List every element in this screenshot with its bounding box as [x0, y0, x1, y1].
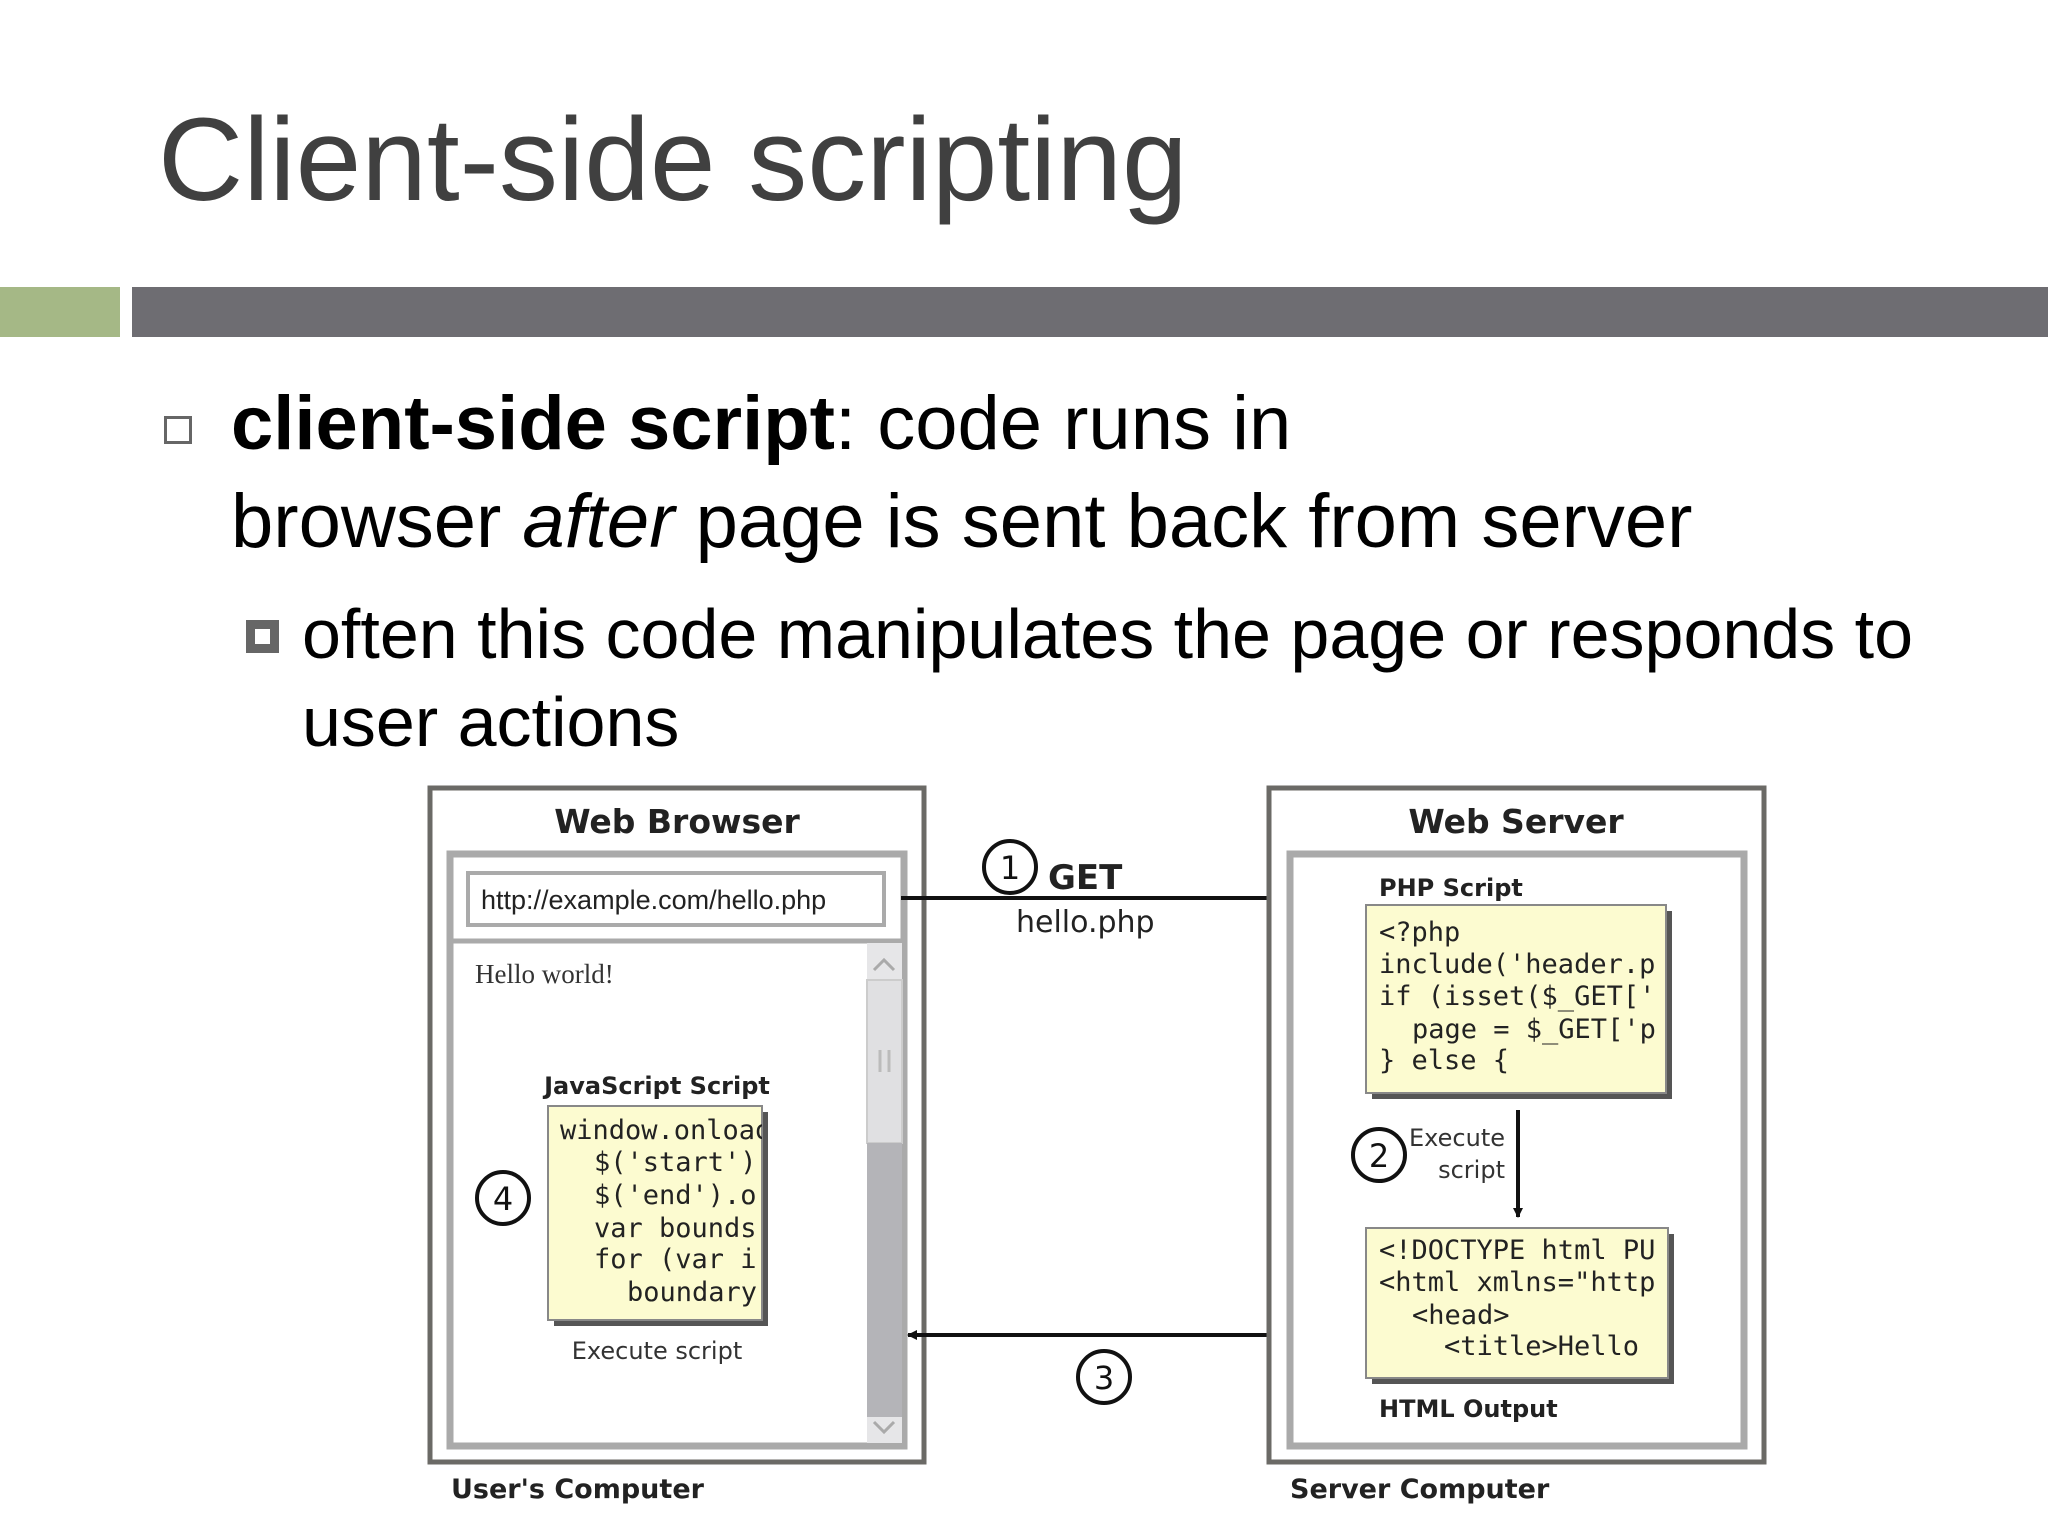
step-1-circle: [982, 839, 1038, 895]
code-line: include('header.p: [1379, 949, 1655, 980]
accent-bar: [0, 287, 120, 337]
web-server-label: Web Server: [1408, 802, 1624, 841]
code-line: $('start'): [594, 1147, 757, 1178]
step-2-circle: [1351, 1127, 1407, 1183]
bullet-text: browser: [231, 479, 523, 564]
emphasis: after: [522, 479, 675, 564]
code-line: <!DOCTYPE html PU: [1379, 1235, 1655, 1266]
code-line: <head>: [1412, 1300, 1510, 1331]
step-number: 3: [1094, 1359, 1114, 1397]
execute-label: Execute: [1409, 1124, 1505, 1152]
bullet-text: page is sent back from server: [674, 479, 1693, 564]
code-line: <?php: [1379, 917, 1460, 948]
users-computer-label: User's Computer: [451, 1474, 705, 1505]
html-output-label: HTML Output: [1379, 1395, 1558, 1423]
bullet-text: : code runs in: [834, 381, 1292, 466]
get-label: GET: [1048, 858, 1123, 898]
php-script-label: PHP Script: [1379, 874, 1523, 902]
bullet-square-icon: [164, 416, 192, 444]
sub-bullet-square-icon: [246, 620, 279, 653]
scrollbar-track: [867, 1143, 902, 1417]
page-text: Hello world!: [475, 959, 614, 989]
scroll-down-icon: [872, 1420, 896, 1435]
web-browser-label: Web Browser: [554, 802, 800, 841]
html-output-box: [1365, 1227, 1669, 1379]
execute-script-caption: Execute script: [572, 1337, 742, 1365]
url-bar: [466, 871, 886, 927]
script-label: script: [1438, 1156, 1505, 1184]
step-number: 2: [1369, 1137, 1389, 1175]
server-computer-label: Server Computer: [1290, 1474, 1550, 1505]
scrollbar-thumb: [866, 979, 903, 1144]
scroll-up-icon: [872, 957, 896, 972]
url-text: http://example.com/hello.php: [481, 885, 826, 915]
code-line: <html xmlns="http: [1379, 1267, 1655, 1298]
js-script-label: JavaScript Script: [542, 1072, 770, 1100]
code-line: boundary: [627, 1277, 757, 1308]
code-line: var bounds: [594, 1213, 757, 1244]
php-code-box: [1365, 904, 1667, 1094]
browser-window: [446, 850, 908, 1450]
js-code-box: [547, 1105, 763, 1321]
request-file-label: hello.php: [1016, 905, 1155, 940]
title-divider-bar: [132, 287, 2048, 337]
term: client-side script: [231, 381, 835, 466]
slide-title: Client-side scripting: [158, 94, 1188, 226]
code-line: for (var i: [594, 1244, 757, 1275]
code-line: if (isset($_GET[': [1379, 981, 1655, 1012]
step-number: 1: [1000, 849, 1020, 887]
step-3-circle: [1076, 1349, 1132, 1405]
step-number: 4: [493, 1180, 513, 1218]
bullet-2: often this code manipulates the page or …: [302, 595, 1914, 761]
step-4-circle: [475, 1170, 531, 1226]
code-line: <title>Hello: [1444, 1331, 1639, 1362]
code-line: window.onload: [560, 1115, 771, 1146]
code-line: page = $_GET['p: [1412, 1014, 1656, 1045]
code-line: } else {: [1379, 1045, 1509, 1076]
code-line: $('end').o: [594, 1180, 757, 1211]
